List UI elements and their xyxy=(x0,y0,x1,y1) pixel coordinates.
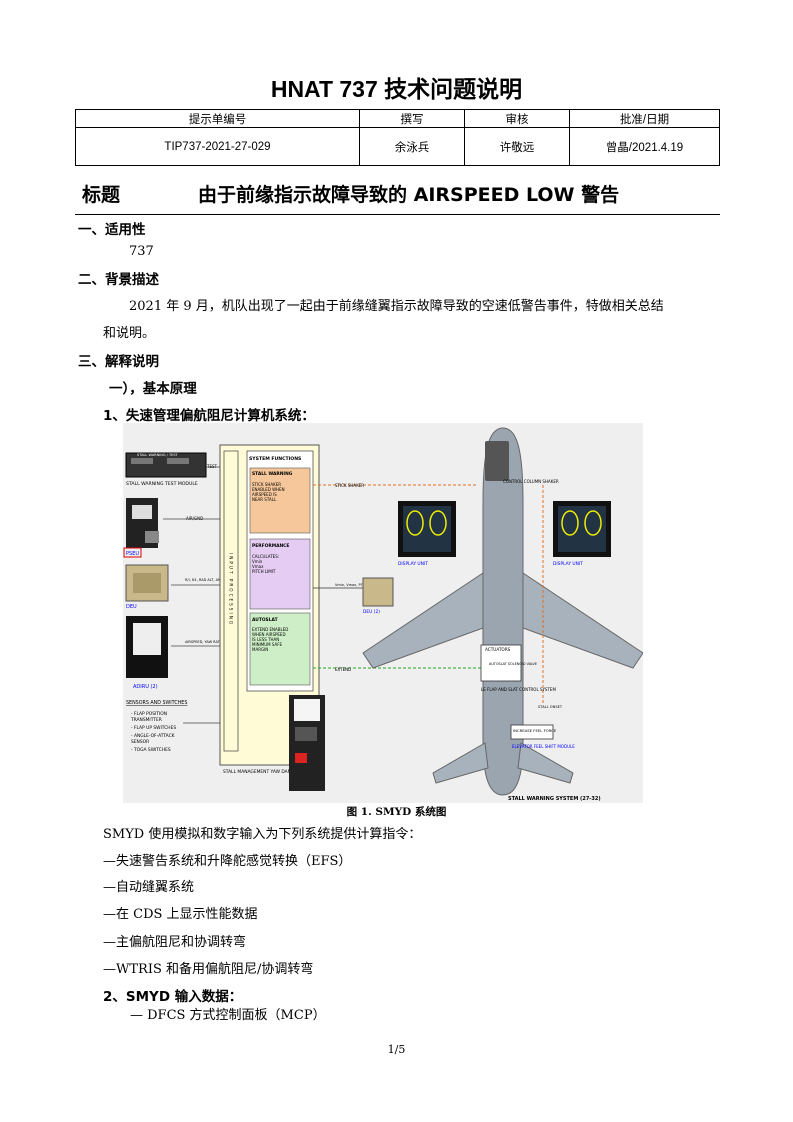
smyd-bullet: —WTRIS 和备用偏航阻尼/协调转弯 xyxy=(103,962,314,977)
stall-warning-text: AIRSPEED IS xyxy=(252,492,277,497)
stall-warning-text: ENABLED WHEN xyxy=(252,487,285,492)
smyd-label: STALL MANAGEMENT YAW DAMPER (2) xyxy=(223,769,308,775)
aircraft-diagram xyxy=(362,427,643,796)
smyd-bullet: —在 CDS 上显示性能数据 xyxy=(103,907,258,922)
sensor-line: - FLAP POSITION xyxy=(131,711,167,717)
air-gnd-label: AIR/GND xyxy=(186,516,203,521)
stall-warning-label: STALL WARNING xyxy=(252,471,293,477)
meta-value-row: TIP737-2021-27-029 余泳兵 许敬远 曾晶/2021.4.19 xyxy=(75,127,720,166)
deu2-unit: DEU (2) xyxy=(362,577,394,615)
section-3-subheading: 一），基本原理 xyxy=(109,381,197,397)
elevator-feel-label: ELEVATOR FEEL SHIFT MODULE xyxy=(512,744,575,749)
input-processing-block xyxy=(223,450,239,752)
deu-unit: DEU xyxy=(125,564,169,610)
section-2-heading: 二、背景描述 xyxy=(78,272,159,288)
deu-inputs-label: R/I, N1, RAD ALT, ANTI-ICE xyxy=(185,578,231,582)
vmin-out-label: Vmin, Vmax, PITCH LIMIT xyxy=(335,583,380,587)
display-unit-right: DISPLAY UNIT xyxy=(553,501,611,567)
sensors-title: SENSORS AND SWITCHES xyxy=(126,700,187,706)
autoslat-text: MINIMUM SAFE xyxy=(252,642,283,647)
autoslat-text: WHEN AIRSPEED xyxy=(252,632,286,637)
meta-header-author: 撰写 xyxy=(359,109,465,128)
deu2-label: DEU (2) xyxy=(363,609,380,615)
adiru-inputs-label: AIRSPEED, YAW RATE xyxy=(185,640,222,644)
pseu-label: PSEU xyxy=(126,551,139,557)
stall-test-title: STALL WARNING / TEST xyxy=(137,453,179,457)
performance-text: Vmin xyxy=(252,559,263,564)
stall-warning-text: NEAR STALL xyxy=(252,497,277,502)
smyd-bullet: —主偏航阻尼和协调转弯 xyxy=(103,935,247,950)
sensor-line: - TOGA SWITCHES xyxy=(131,747,171,753)
sensor-line: - FLAP UP SWITCHES xyxy=(131,725,176,731)
section-1-text: 737 xyxy=(129,244,154,259)
pseu-unit: PSEU xyxy=(123,498,159,558)
increase-feel-label: INCREASE FEEL FORCE xyxy=(513,728,557,733)
section-2-paragraph-line1: 2021 年 9 月，机队出现了一起由于前缘缝翼指示故障导致的空速低警告事件，特… xyxy=(129,299,664,314)
stall-onset-label: STALL ONSET xyxy=(538,705,563,709)
meta-header-tip-number: 提示单编号 xyxy=(75,109,360,128)
section-3-item-2: 2、SMYD 输入数据： xyxy=(103,989,243,1005)
performance-text: PITCH LIMIT xyxy=(252,569,276,574)
display-unit-left: DISPLAY UNIT xyxy=(398,501,456,567)
subject-label: 标题 xyxy=(82,184,121,206)
input-processing-label: INPUT PROCESSING xyxy=(229,553,234,626)
performance-text: Vmax xyxy=(252,564,264,569)
subject-row: 标题 由于前缘指示故障导致的 AIRSPEED LOW 警告 xyxy=(75,174,720,215)
smyd-system-diagram: STALL WARNING / TEST STALL WARNING TEST … xyxy=(123,423,643,803)
autoslat-text: IS LESS THAN xyxy=(252,637,279,642)
display-unit-right-label: DISPLAY UNIT xyxy=(553,561,583,567)
subject-text: 由于前缘指示故障导致的 AIRSPEED LOW 警告 xyxy=(198,184,620,206)
document-meta-table: 提示单编号 撰写 审核 批准/日期 TIP737-2021-27-029 余泳兵… xyxy=(75,109,720,166)
meta-approval-date: 曾晶/2021.4.19 xyxy=(569,127,720,166)
page-number: 1/5 xyxy=(387,1043,406,1056)
stall-test-module-label: STALL WARNING TEST MODULE xyxy=(126,481,198,487)
meta-header-approval-date: 批准/日期 xyxy=(569,109,720,128)
meta-header-row: 提示单编号 撰写 审核 批准/日期 xyxy=(75,109,720,128)
increase-feel-box xyxy=(510,724,554,740)
document-title: HNAT 737 技术问题说明 xyxy=(270,76,523,102)
test-label: TEST xyxy=(206,464,218,469)
performance-text: CALCULATES: xyxy=(252,554,279,559)
sensor-line: - ANGLE-OF-ATTACK xyxy=(131,733,175,739)
autoslat-text: EXTEND ENABLED xyxy=(252,627,288,632)
smyd-bullet: —自动缝翼系统 xyxy=(103,880,195,895)
autoslat-function-box: AUTOSLAT EXTEND ENABLED WHEN AIRSPEED IS… xyxy=(249,612,311,686)
sensors-and-switches: SENSORS AND SWITCHES - FLAP POSITION TRA… xyxy=(126,700,187,753)
stall-warning-test-module: STALL WARNING / TEST STALL WARNING TEST … xyxy=(125,452,207,487)
actuators-label: ACTUATORS xyxy=(485,647,511,652)
input-item-1: — DFCS 方式控制面板（MCP） xyxy=(130,1008,326,1023)
adiru-label: ADIRU (2) xyxy=(133,684,158,690)
smyd-intro: SMYD 使用模拟和数字输入为下列系统提供计算指令： xyxy=(103,827,422,842)
display-unit-left-label: DISPLAY UNIT xyxy=(398,561,428,567)
figure-caption: 图 1. SMYD 系统图 xyxy=(346,806,447,818)
system-functions-label: SYSTEM FUNCTIONS xyxy=(249,456,301,462)
control-column-shaker-label: CONTROL COLUMN SHAKER xyxy=(503,479,559,484)
autoslat-text: MARGIN xyxy=(252,647,268,652)
smyd-bullet: —失速警告系统和升降舵感觉转换（EFS） xyxy=(103,854,352,869)
stall-warning-function-box: STALL WARNING STICK SHAKER ENABLED WHEN … xyxy=(249,467,311,534)
smyd-computer xyxy=(289,695,325,791)
performance-function-box: PERFORMANCE CALCULATES: Vmin Vmax PITCH … xyxy=(249,538,311,610)
actuators-box: ACTUATORS AUTOSLAT SOLENOID VALVE xyxy=(480,644,537,682)
extend-out-label: EXTEND xyxy=(335,667,351,672)
performance-label: PERFORMANCE xyxy=(252,543,289,549)
stall-warning-text: STICK SHAKER xyxy=(252,482,281,487)
section-3-heading: 三、解释说明 xyxy=(78,354,159,370)
section-3-item-1: 1、失速管理偏航阻尼计算机系统： xyxy=(103,408,315,424)
section-1-heading: 一、适用性 xyxy=(78,222,146,238)
meta-author: 余泳兵 xyxy=(359,127,465,166)
deu-label: DEU xyxy=(126,604,137,610)
meta-reviewer: 许敬远 xyxy=(464,127,570,166)
autoslat-valve-label: AUTOSLAT SOLENOID VALVE xyxy=(489,662,537,666)
section-2-paragraph-line2: 和说明。 xyxy=(103,326,156,341)
le-flap-label: LE FLAP AND SLAT CONTROL SYSTEM xyxy=(481,687,556,692)
meta-tip-number: TIP737-2021-27-029 xyxy=(75,127,360,166)
stick-shaker-out-label: STICK SHAKER xyxy=(335,483,364,488)
sensor-line: SENSOR xyxy=(131,739,149,745)
meta-header-reviewer: 审核 xyxy=(464,109,570,128)
system-name-label: STALL WARNING SYSTEM (27-32) xyxy=(508,796,601,802)
autoslat-label: AUTOSLAT xyxy=(252,617,278,623)
sensor-line: TRANSMITTER xyxy=(130,717,162,723)
adiru-unit: ADIRU (2) xyxy=(126,616,168,690)
